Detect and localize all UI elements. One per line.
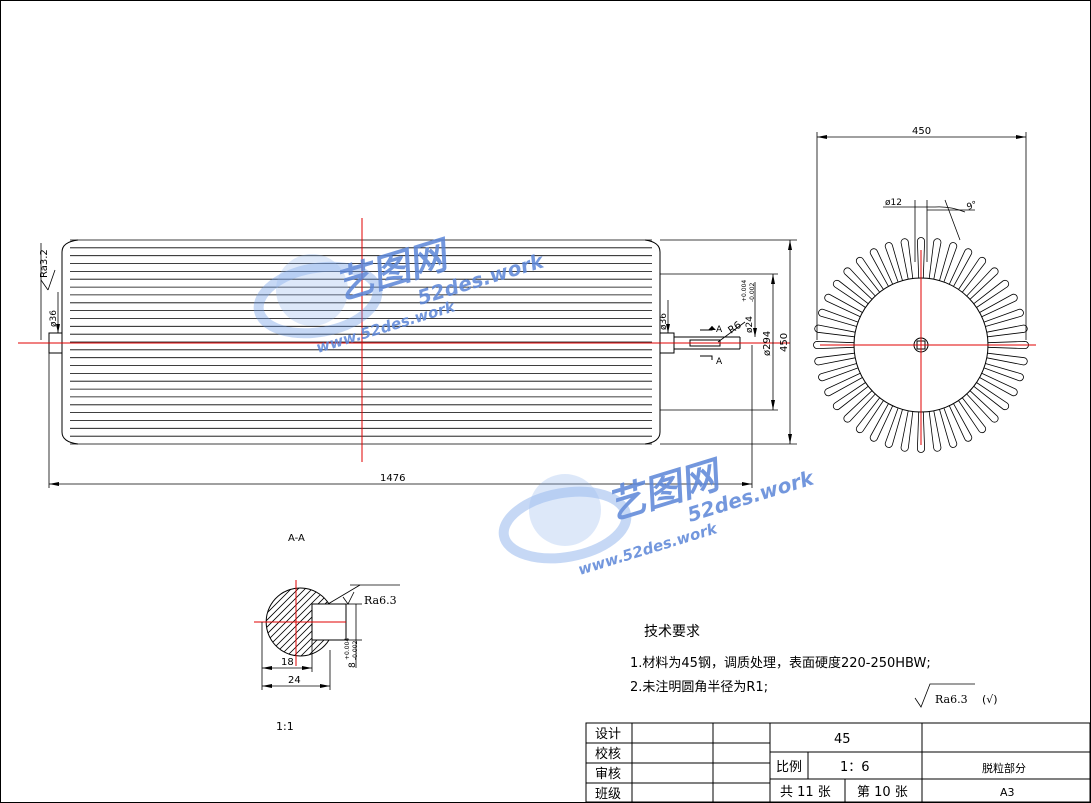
section-dim-24: 24 xyxy=(288,675,301,686)
technical-requirements: 技术要求 1.材料为45钢，调质处理，表面硬度220-250HBW; 2.未注明… xyxy=(630,624,998,708)
tech-heading: 技术要求 xyxy=(644,624,700,640)
tech-roughness-suffix: (√) xyxy=(982,693,998,706)
dim-total-length: 1476 xyxy=(380,473,405,484)
dim-end-width: 450 xyxy=(912,126,931,137)
dim-keyway-tol-up: +0.004 xyxy=(741,280,748,302)
dim-keyway-diameter: ø24 xyxy=(745,316,755,333)
tb-check-label: 校核 xyxy=(595,746,621,762)
tb-scale-label: 比例 xyxy=(776,760,802,775)
end-view-fins xyxy=(813,237,1029,453)
tb-scale-value: 1：6 xyxy=(840,760,870,775)
dim-outer-diameter: 450 xyxy=(779,333,790,352)
section-key-tol-up: +0.004 xyxy=(344,638,351,660)
watermark-2: 艺图网 52des.work www.52des.work xyxy=(498,452,818,579)
tb-review-label: 审核 xyxy=(595,767,621,782)
roughness-left: Ra3.2 xyxy=(39,249,50,278)
drum-front-view: A A R6 1476 450 ø294 ø24 +0.004 - xyxy=(18,218,797,488)
drum-ribs xyxy=(70,239,652,445)
tb-design-label: 设计 xyxy=(595,727,621,742)
section-outline xyxy=(265,587,330,657)
tb-class-label: 班级 xyxy=(595,787,621,802)
section-scale: 1:1 xyxy=(276,720,294,733)
tb-paper-size: A3 xyxy=(1000,786,1015,799)
section-key-tol-lo: -0.002 xyxy=(352,640,359,660)
dim-core-diameter: ø294 xyxy=(762,331,773,356)
section-roughness: Ra6.3 xyxy=(364,594,397,607)
tb-sheet-no: 第 10 张 xyxy=(857,785,908,800)
tb-total-sheets: 共 11 张 xyxy=(780,785,831,800)
section-title: A-A xyxy=(288,533,305,544)
tech-roughness: Ra6.3 xyxy=(935,693,968,706)
dim-keyway-tol-lo: -0.002 xyxy=(749,282,756,302)
section-a-a: A-A Ra6.3 8 +0.004 -0.002 18 xyxy=(254,533,400,733)
section-hatching xyxy=(266,587,329,656)
drum-end-view: 450 ø12 9° xyxy=(813,126,1036,453)
section-dim-18: 18 xyxy=(281,657,294,668)
tech-line-2: 2.未注明圆角半径为R1; xyxy=(630,680,768,695)
dim-left-journal: ø36 xyxy=(49,310,59,327)
watermark-1: 艺图网 52des.work www.52des.work xyxy=(253,232,548,357)
dim-hole-diameter: ø12 xyxy=(885,198,902,208)
tb-part-name: 脱粒部分 xyxy=(982,761,1026,775)
section-mark-top: A xyxy=(716,325,723,335)
tb-material: 45 xyxy=(834,732,851,747)
section-mark-bottom: A xyxy=(716,357,723,367)
dim-right-journal: ø36 xyxy=(659,313,669,330)
tech-line-1: 1.材料为45钢，调质处理，表面硬度220-250HBW; xyxy=(630,655,931,671)
roughness-symbol xyxy=(914,683,975,708)
title-block: 设计 校核 审核 班级 45 比例 1：6 脱粒部分 共 11 张 第 10 张… xyxy=(585,722,1091,803)
section-key-width: 8 xyxy=(348,662,358,668)
dim-angle: 9° xyxy=(966,200,979,213)
